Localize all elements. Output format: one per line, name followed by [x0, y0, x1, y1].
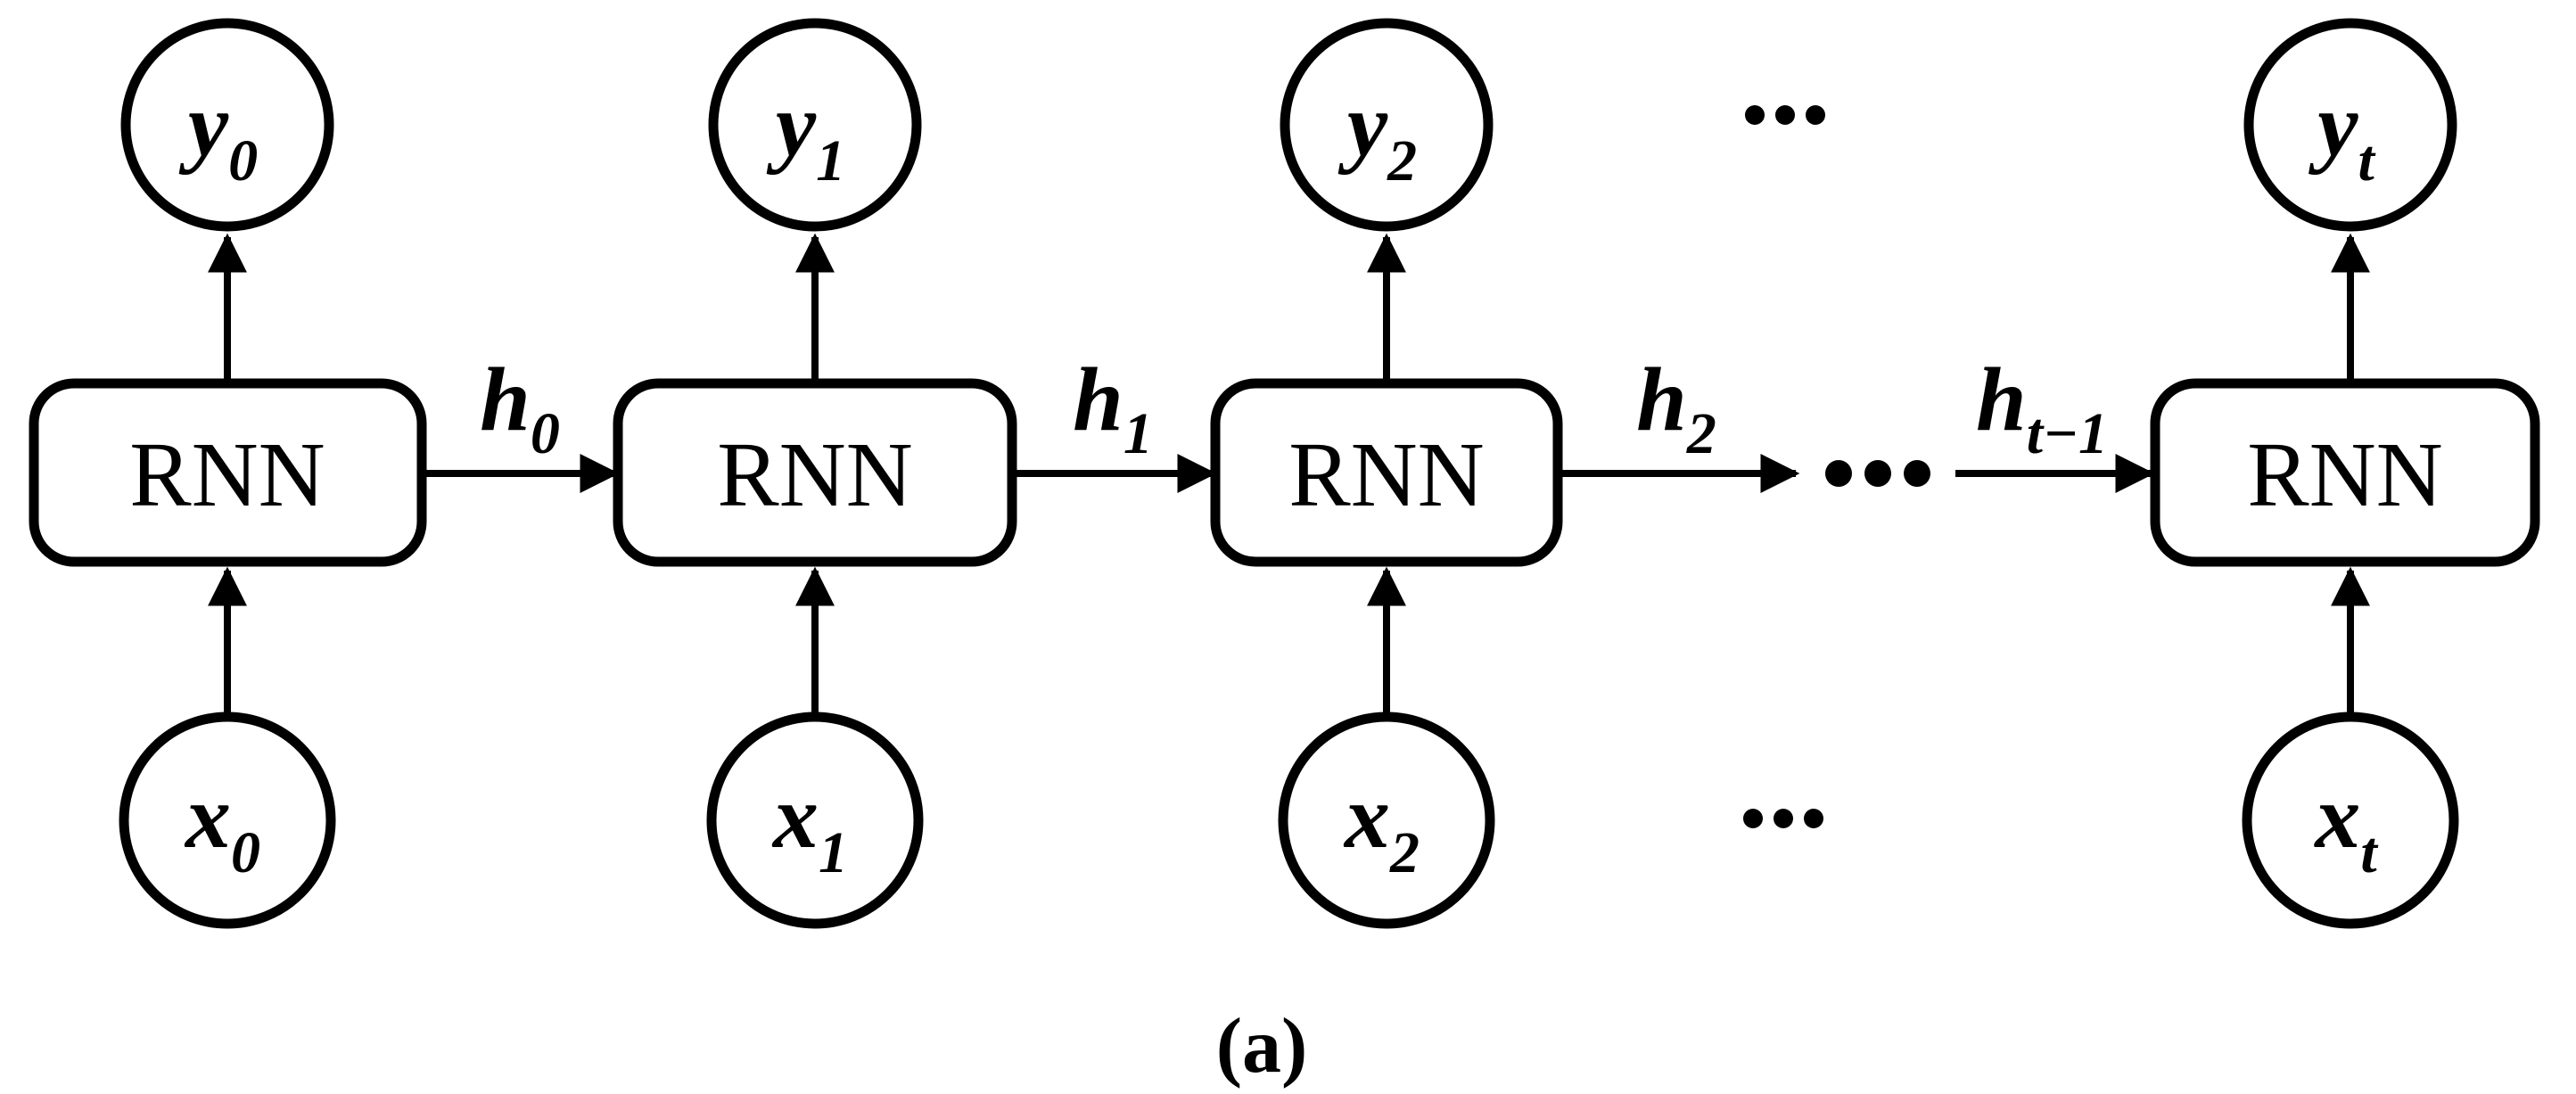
input-node-circle: [119, 712, 336, 929]
rnn-unit: y2 RNN x2: [1210, 18, 1563, 929]
rnn-box: [2150, 378, 2540, 567]
input-node-label: xt: [2313, 767, 2378, 885]
hidden-state-connection: h0: [422, 350, 620, 493]
hidden-state-label: h0: [480, 350, 560, 466]
input-node-label: x1: [771, 767, 848, 885]
rnn-box-label: RNN: [1288, 424, 1485, 526]
ellipsis-dot: [1774, 809, 1793, 828]
hidden-state-connection: h1: [1012, 350, 1217, 493]
figure-caption: (a): [1216, 1003, 1308, 1090]
ellipsis-middle: [1825, 460, 1930, 487]
ellipsis-dot: [1745, 105, 1765, 125]
ellipsis-dot: [1743, 809, 1763, 828]
ellipsis-bottom: [1743, 809, 1823, 828]
input-node-label: x0: [184, 767, 260, 885]
hidden-state-label: ht−1: [1976, 350, 2108, 466]
output-node-label: yt: [2308, 75, 2375, 193]
input-node-circle: [2242, 712, 2459, 929]
hidden-state-connection: ht−1: [1955, 350, 2155, 493]
ellipsis-dot: [1775, 105, 1795, 125]
ellipsis-dot: [1804, 809, 1823, 828]
hidden-state-connection: h2: [1558, 350, 1800, 493]
ellipsis-dot: [1864, 460, 1891, 487]
output-node-label: y0: [178, 75, 258, 193]
output-node-circle: [708, 18, 922, 232]
input-node-label: x2: [1343, 767, 1420, 885]
output-node-circle: [2243, 18, 2457, 232]
input-node-circle: [706, 712, 924, 929]
output-node-label: y1: [766, 75, 845, 193]
rnn-unit: yt RNN xt: [2150, 18, 2540, 929]
hidden-state-label: h1: [1073, 350, 1153, 466]
rnn-unit: y1 RNN x1: [613, 18, 1017, 929]
rnn-box-label: RNN: [2247, 424, 2443, 526]
ellipsis-dot: [1904, 460, 1930, 487]
hidden-state-label: h2: [1636, 350, 1716, 466]
output-node-circle: [120, 18, 334, 232]
ellipsis-dot: [1825, 460, 1852, 487]
ellipsis-top: [1745, 105, 1825, 125]
output-node-circle: [1280, 18, 1494, 232]
input-node-circle: [1278, 712, 1495, 929]
ellipsis-dot: [1806, 105, 1825, 125]
output-node-label: y2: [1337, 75, 1417, 193]
rnn-box-label: RNN: [129, 424, 325, 526]
rnn-unit: y0 RNN x0: [29, 18, 427, 929]
rnn-box-label: RNN: [717, 424, 913, 526]
